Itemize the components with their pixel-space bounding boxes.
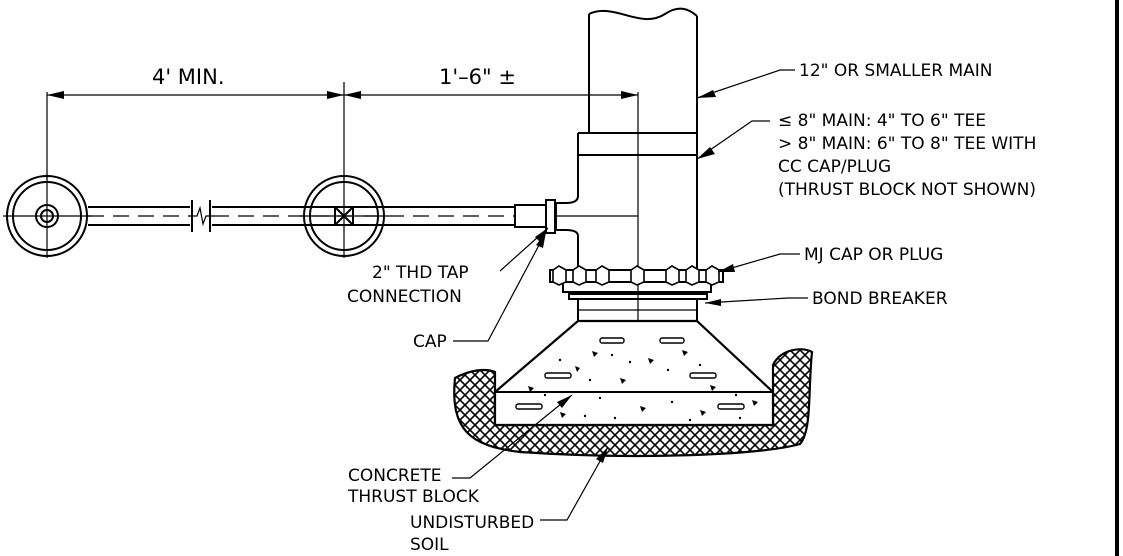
dimension-4ft-min: 4' MIN. xyxy=(152,65,225,89)
curb-stop-box xyxy=(3,174,91,258)
label-cap: CAP xyxy=(413,332,447,352)
label-tee-line-4: (THRUST BLOCK NOT SHOWN) xyxy=(778,180,1036,200)
label-tee-line-3: CC CAP/PLUG xyxy=(778,157,891,177)
label-thrust-line-1: CONCRETE xyxy=(348,466,442,486)
label-tee-line-1: ≤ 8" MAIN: 4" TO 6" TEE xyxy=(778,111,986,131)
concrete-thrust-block xyxy=(493,319,775,427)
vertical-main-pipe xyxy=(577,7,698,350)
leader-lines xyxy=(452,69,808,521)
label-soil-line-2: SOIL xyxy=(410,535,449,555)
label-tap-line-1: 2" THD TAP xyxy=(372,263,469,283)
label-tee-line-2: > 8" MAIN: 6" TO 8" TEE WITH xyxy=(778,134,1036,154)
label-mj-cap: MJ CAP OR PLUG xyxy=(804,245,943,265)
tee-branch xyxy=(514,195,638,237)
label-bond-breaker: BOND BREAKER xyxy=(812,289,948,309)
dimension-lines xyxy=(46,82,638,180)
dimension-1ft6in: 1'–6" ± xyxy=(439,65,516,89)
label-soil-line-1: UNDISTURBED xyxy=(410,513,534,533)
label-tap-line-2: CONNECTION xyxy=(347,287,462,307)
valve-box xyxy=(300,174,388,258)
mj-cap-plug xyxy=(549,265,724,293)
label-main: 12" OR SMALLER MAIN xyxy=(799,61,992,81)
label-thrust-line-2: THRUST BLOCK xyxy=(347,487,480,507)
